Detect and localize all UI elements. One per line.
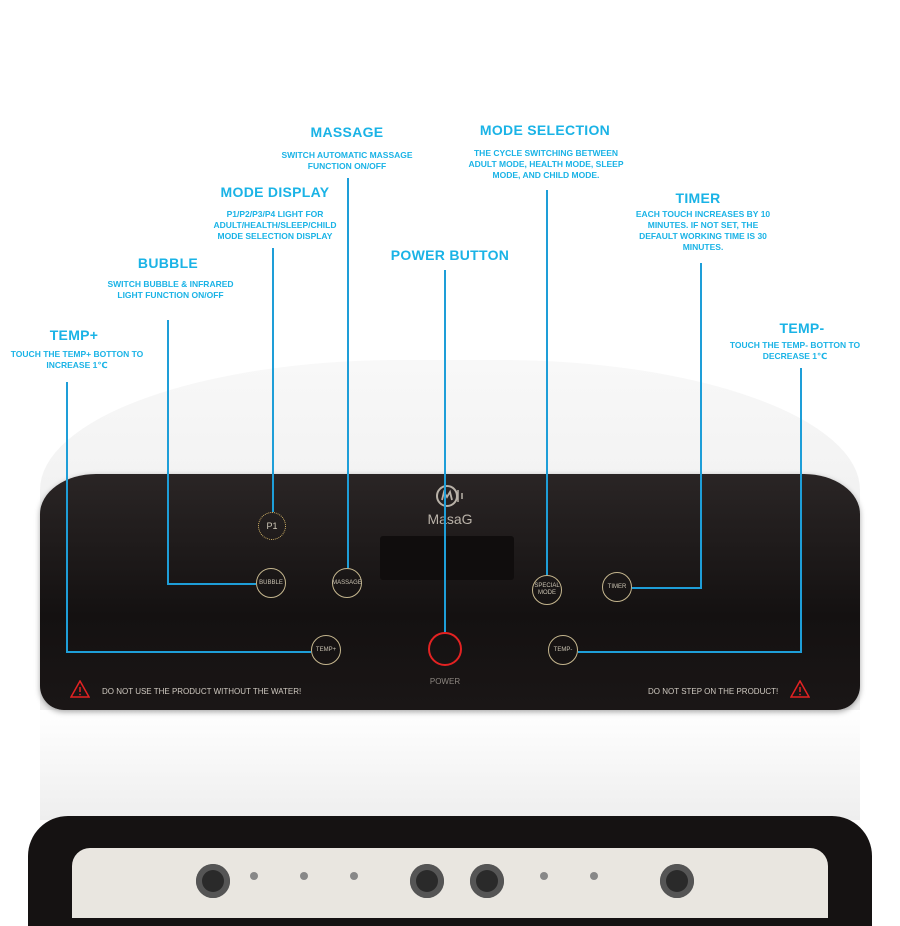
timer-leader	[632, 587, 702, 589]
mode-indicator: P1	[258, 512, 286, 540]
temp-plus-desc: TOUCH THE TEMP+ BOTTON TO INCREASE 1℃	[10, 349, 144, 370]
bubble-jet	[300, 872, 308, 880]
brand-name: MasaG	[427, 511, 473, 527]
device-base-shell	[40, 710, 860, 820]
power-leader	[444, 270, 446, 632]
bubble-jet	[590, 872, 598, 880]
temp-plus-leader	[66, 382, 68, 652]
timer-desc: EACH TOUCH INCREASES BY 10 MINUTES. IF N…	[635, 209, 771, 252]
temp-plus-button[interactable]: TEMP+	[311, 635, 341, 665]
temp-minus-button[interactable]: TEMP-	[548, 635, 578, 665]
basin-interior	[72, 848, 828, 918]
mode-display-leader	[272, 248, 274, 512]
bubble-desc: SWITCH BUBBLE & INFRARED LIGHT FUNCTION …	[107, 279, 234, 300]
warning-left-text: DO NOT USE THE PRODUCT WITHOUT THE WATER…	[102, 687, 302, 696]
temp-minus-leader	[800, 368, 802, 653]
power-button-title: POWER BUTTON	[390, 247, 510, 263]
temp-plus-title: TEMP+	[49, 327, 99, 343]
special-mode-button[interactable]: SPECIAL MODE	[532, 575, 562, 605]
power-button[interactable]	[428, 632, 462, 666]
timer-button[interactable]: TIMER	[602, 572, 632, 602]
temp-minus-title: TEMP-	[779, 320, 825, 336]
display-window	[380, 536, 514, 580]
bubble-button[interactable]: BUBBLE	[256, 568, 286, 598]
mode-selection-leader	[546, 190, 548, 575]
control-panel	[40, 474, 860, 710]
bubble-leader	[167, 583, 256, 585]
mode-display-desc: P1/P2/P3/P4 LIGHT FOR ADULT/HEALTH/SLEEP…	[213, 209, 337, 241]
mode-selection-title: MODE SELECTION	[479, 122, 611, 138]
brand-logo-icon	[436, 485, 463, 507]
bubble-leader	[167, 320, 169, 584]
brand-logo: MasaG	[420, 484, 480, 527]
timer-title: TIMER	[675, 190, 721, 206]
warning-right-text: DO NOT STEP ON THE PRODUCT!	[648, 687, 779, 696]
temp-plus-leader	[66, 651, 311, 653]
massage-roller	[410, 864, 444, 898]
bubble-jet	[540, 872, 548, 880]
timer-leader	[700, 263, 702, 588]
warning-icon	[70, 680, 90, 698]
temp-minus-desc: TOUCH THE TEMP- BOTTON TO DECREASE 1℃	[729, 340, 861, 361]
mode-display-title: MODE DISPLAY	[220, 184, 330, 200]
massage-button[interactable]: MASSAGE	[332, 568, 362, 598]
massage-roller	[660, 864, 694, 898]
massage-roller	[470, 864, 504, 898]
warning-icon	[790, 680, 810, 698]
massage-desc: SWITCH AUTOMATIC MASSAGE FUNCTION ON/OFF	[281, 150, 413, 171]
temp-minus-leader	[578, 651, 802, 653]
bubble-jet	[350, 872, 358, 880]
mode-selection-desc: THE CYCLE SWITCHING BETWEEN ADULT MODE, …	[468, 148, 624, 180]
massage-title: MASSAGE	[310, 124, 384, 140]
massage-roller	[196, 864, 230, 898]
bubble-jet	[250, 872, 258, 880]
bubble-title: BUBBLE	[137, 255, 199, 271]
massage-leader	[347, 178, 349, 568]
power-label: POWER	[429, 677, 461, 686]
